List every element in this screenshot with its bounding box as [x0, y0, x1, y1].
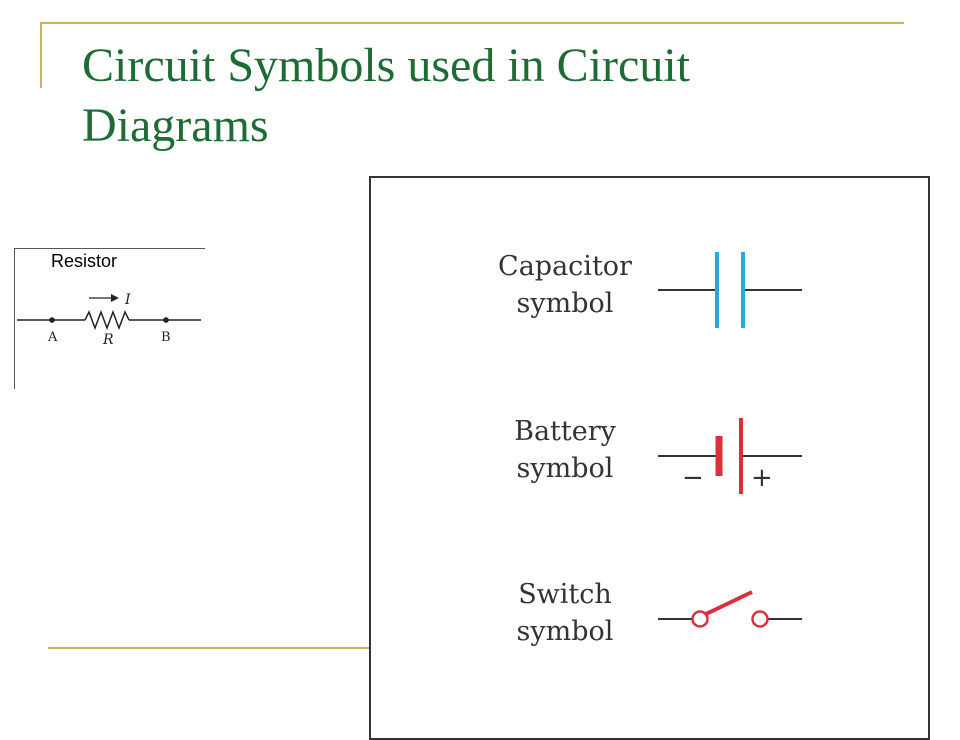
resistor-figure: Resistor I A R B: [14, 248, 205, 389]
current-arrow-head: [111, 294, 119, 302]
switch-caption: Switch symbol: [465, 576, 665, 650]
symbols-figure: Capacitor symbol Battery symbol Switch s…: [369, 176, 930, 740]
top-accent-rule: [40, 22, 904, 24]
battery-caption-line2: symbol: [516, 453, 614, 484]
resistor-diagram: I A R B: [17, 292, 201, 348]
battery-plus-label: +: [751, 463, 773, 493]
node-b-dot: [163, 317, 169, 323]
bottom-accent-rule: [48, 647, 370, 649]
symbols-drawing: − +: [658, 252, 802, 628]
node-b-label: B: [161, 330, 171, 345]
node-a-dot: [49, 317, 55, 323]
left-accent-rule: [40, 22, 42, 88]
switch-caption-line1: Switch: [518, 579, 612, 610]
capacitor-caption: Capacitor symbol: [465, 248, 665, 322]
node-a-label: A: [47, 330, 58, 345]
slide-title: Circuit Symbols used in Circuit Diagrams: [82, 39, 690, 152]
capacitor-caption-line2: symbol: [516, 288, 614, 319]
battery-caption-line1: Battery: [514, 416, 616, 447]
capacitor-symbol: [658, 252, 802, 328]
battery-symbol: − +: [658, 418, 802, 494]
battery-minus-label: −: [682, 463, 704, 493]
switch-caption-line2: symbol: [516, 616, 614, 647]
switch-left-contact: [691, 610, 709, 628]
resistor-label: Resistor: [51, 251, 118, 271]
resistor-zigzag: [84, 309, 130, 331]
battery-caption: Battery symbol: [465, 413, 665, 487]
resistance-label: R: [102, 332, 114, 348]
switch-symbol: [658, 590, 802, 628]
current-label: I: [124, 292, 131, 308]
switch-right-contact: [751, 610, 769, 628]
switch-lever: [705, 590, 753, 616]
capacitor-caption-line1: Capacitor: [498, 251, 632, 282]
